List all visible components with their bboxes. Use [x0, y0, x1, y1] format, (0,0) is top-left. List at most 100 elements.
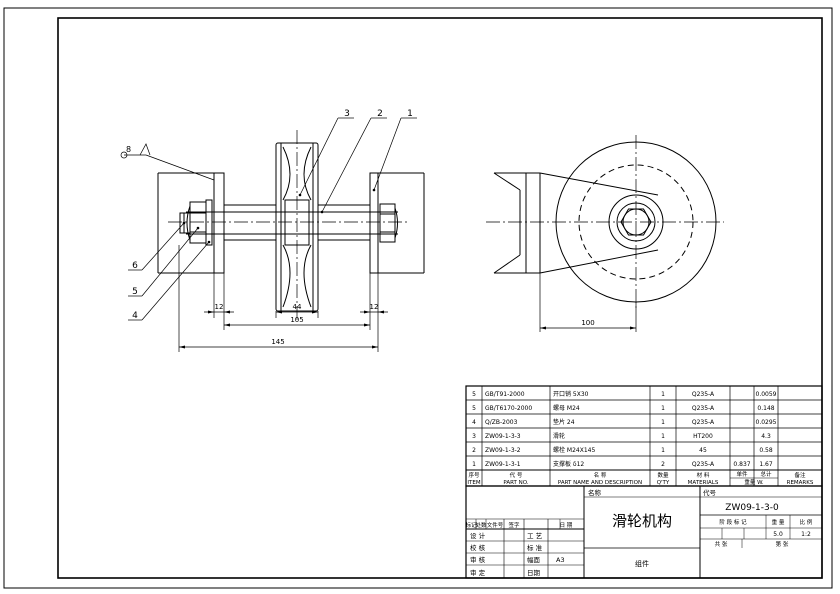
leader-dots	[182, 188, 376, 244]
svg-text:共 张: 共 张	[715, 540, 728, 548]
svg-text:HT200: HT200	[693, 433, 713, 440]
bom-row: 3 ZW09-1-3-3 滑轮 1 HT200 4.3	[472, 432, 771, 440]
svg-text:1.67: 1.67	[759, 461, 773, 468]
svg-text:处数: 处数	[475, 521, 487, 529]
balloon-2: 2	[377, 109, 383, 119]
svg-text:阶 段 标 记: 阶 段 标 记	[719, 518, 747, 526]
svg-text:重 量: 重 量	[772, 518, 785, 526]
right-support-plate	[369, 172, 379, 274]
svg-text:签字: 签字	[508, 521, 520, 529]
svg-text:GB/T6170-2000: GB/T6170-2000	[485, 405, 532, 412]
svg-text:ZW09-1-3-2: ZW09-1-3-2	[485, 447, 521, 454]
svg-text:总计: 总计	[760, 470, 772, 478]
svg-text:5: 5	[472, 391, 476, 398]
balloon-1: 1	[407, 109, 413, 119]
svg-text:幅面: 幅面	[527, 555, 541, 564]
svg-text:0.148: 0.148	[757, 405, 774, 412]
code-label: 代号	[703, 488, 717, 497]
dim-inner-span: 105	[290, 316, 303, 324]
svg-text:Q235-A: Q235-A	[692, 461, 715, 468]
svg-text:开口销 5X30: 开口销 5X30	[553, 390, 589, 398]
name-label: 名称	[588, 488, 602, 497]
svg-text:Q/ZB-2003: Q/ZB-2003	[485, 419, 518, 426]
front-view	[157, 130, 425, 322]
svg-text:Q'TY: Q'TY	[657, 480, 670, 486]
svg-text:0.0059: 0.0059	[756, 391, 777, 398]
svg-text:Q235-A: Q235-A	[692, 419, 715, 426]
svg-text:审 核: 审 核	[470, 555, 486, 564]
side-support-plate	[493, 172, 659, 274]
svg-text:Q235-A: Q235-A	[692, 391, 715, 398]
svg-text:名 称: 名 称	[594, 471, 607, 479]
bom-row: 1 ZW09-1-3-1 支撑板 δ12 2 Q235-A 0.837 1.67	[472, 460, 773, 468]
svg-text:标 准: 标 准	[527, 543, 543, 552]
bom-row: 5 GB/T6170-2000 螺母 M24 1 Q235-A 0.148	[472, 404, 775, 412]
svg-text:ZW09-1-3-1: ZW09-1-3-1	[485, 461, 521, 468]
svg-text:ITEM: ITEM	[467, 480, 480, 486]
part-balloons: 3 2 1 6 5 4	[132, 109, 413, 321]
bom-row: 4 Q/ZB-2003 垫片 24 1 Q235-A 0.0295	[472, 418, 777, 426]
svg-text:1: 1	[661, 447, 665, 454]
svg-text:文件号: 文件号	[487, 521, 504, 529]
svg-text:单件: 单件	[736, 470, 748, 478]
title-block-text: 名称 滑轮机构 代号 ZW09-1-3-0 组件 阶 段 标 记 重 量 比 例…	[465, 488, 812, 577]
drawing-category: 组件	[635, 559, 649, 568]
svg-text:工 艺: 工 艺	[527, 532, 543, 540]
svg-text:螺栓 M24X145: 螺栓 M24X145	[553, 446, 595, 454]
svg-text:代 号: 代 号	[510, 471, 523, 479]
dim-right-offset: 12	[370, 303, 379, 311]
svg-text:GB/T91-2000: GB/T91-2000	[485, 391, 525, 398]
svg-text:45: 45	[699, 447, 707, 454]
svg-text:PART NO.: PART NO.	[503, 480, 528, 486]
svg-text:2: 2	[661, 461, 665, 468]
nut-and-washer	[179, 199, 213, 246]
svg-text:材 料: 材 料	[697, 471, 710, 479]
balloon-6: 6	[132, 261, 138, 271]
bom-row: 5 GB/T91-2000 开口销 5X30 1 Q235-A 0.0059	[472, 390, 777, 398]
side-view	[486, 135, 724, 310]
svg-text:重量 W.: 重量 W.	[744, 478, 764, 486]
dimension-arrows	[179, 310, 636, 349]
svg-text:备注: 备注	[794, 471, 806, 479]
balloon-5: 5	[132, 287, 138, 297]
dim-groove-width: 44	[293, 303, 302, 311]
svg-text:5: 5	[472, 405, 476, 412]
svg-text:垫片 24: 垫片 24	[553, 418, 575, 426]
sheet-border	[3, 7, 833, 589]
svg-text:PART NAME AND DESCRIPTION: PART NAME AND DESCRIPTION	[558, 480, 642, 486]
svg-text:支撑板 δ12: 支撑板 δ12	[553, 460, 584, 468]
balloon-4: 4	[132, 311, 138, 321]
svg-text:滑轮: 滑轮	[553, 432, 565, 440]
svg-text:4: 4	[472, 419, 476, 426]
svg-text:1: 1	[661, 391, 665, 398]
svg-text:数量: 数量	[657, 471, 669, 479]
svg-text:0.837: 0.837	[733, 461, 750, 468]
drawing-title: 滑轮机构	[612, 512, 672, 530]
dimension-values: 12 44 12 105 145 100	[215, 303, 595, 346]
left-support-plate	[213, 172, 225, 274]
svg-text:0.58: 0.58	[759, 447, 773, 454]
dim-left-offset: 12	[215, 303, 224, 311]
bom-rows: 5 GB/T91-2000 开口销 5X30 1 Q235-A 0.0059 5…	[472, 390, 777, 468]
balloon-3: 3	[344, 109, 350, 119]
drawing-number: ZW09-1-3-0	[725, 503, 779, 513]
svg-text:ZW09-1-3-3: ZW09-1-3-3	[485, 433, 521, 440]
bom-header: 序号 代 号 名 称 数量 材 料 单件 总计 备注 ITEM PART NO.…	[467, 470, 813, 486]
bom-row: 2 ZW09-1-3-2 螺栓 M24X145 1 45 0.58	[472, 446, 773, 454]
weld-symbol: 8	[120, 145, 131, 159]
svg-text:REMARKS: REMARKS	[787, 480, 814, 486]
svg-text:4.3: 4.3	[761, 433, 771, 440]
bolt	[186, 203, 398, 243]
svg-text:比 例: 比 例	[800, 518, 813, 526]
svg-text:3: 3	[472, 433, 476, 440]
svg-text:0.0295: 0.0295	[756, 419, 777, 426]
svg-text:第 张: 第 张	[776, 540, 789, 548]
svg-text:Q235-A: Q235-A	[692, 405, 715, 412]
svg-text:MATERIALS: MATERIALS	[688, 480, 719, 486]
svg-text:螺母 M24: 螺母 M24	[553, 404, 580, 412]
svg-text:日期: 日期	[527, 569, 541, 577]
leader-lines	[124, 117, 417, 321]
svg-text:校 核: 校 核	[470, 543, 486, 552]
bom-table	[465, 385, 823, 487]
